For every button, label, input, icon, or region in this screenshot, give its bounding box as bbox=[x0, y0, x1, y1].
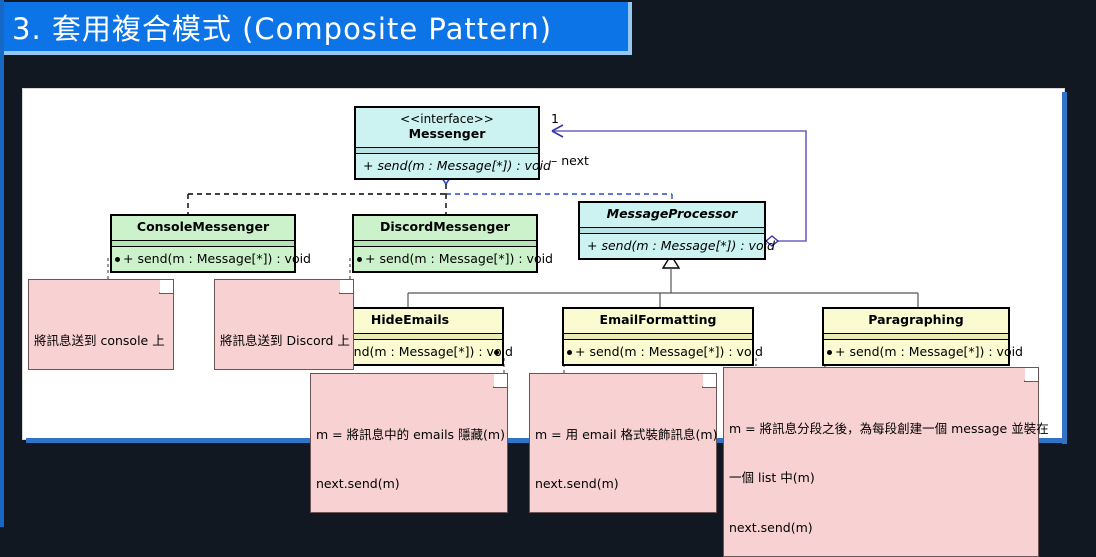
class-name-console-messenger: ConsoleMessenger bbox=[136, 219, 270, 234]
association-role-label: – next bbox=[551, 153, 589, 168]
class-name-messenger: Messenger bbox=[408, 125, 486, 141]
class-separator-email-formatting bbox=[564, 333, 752, 340]
method-label-messenger: + send(m : Message[*]) : void bbox=[363, 157, 551, 173]
class-name-hide-emails: HideEmails bbox=[370, 312, 450, 327]
note-anchor-dot-icon bbox=[567, 349, 572, 355]
stereotype-interface: <<interface>> bbox=[400, 112, 494, 126]
title-right-edge bbox=[628, 2, 632, 55]
method-row-paragraphing: + send(m : Message[*]) : void bbox=[824, 340, 1023, 364]
note-line: next.send(m) bbox=[729, 519, 813, 535]
class-box-console-messenger[interactable]: ConsoleMessenger + send(m : Message[*]) … bbox=[110, 214, 311, 273]
class-header-hide-emails: HideEmails bbox=[318, 309, 502, 334]
class-separator-paragraphing bbox=[824, 333, 1008, 340]
note-anchor-dot-icon bbox=[115, 256, 120, 262]
class-box-email-formatting[interactable]: EmailFormatting + send(m : Message[*]) :… bbox=[562, 307, 763, 366]
association-multiplicity-label: 1 bbox=[551, 111, 559, 126]
note-paragraphing[interactable]: m = 將訊息分段之後，為每段創建一個 message 並裝在 一個 list … bbox=[723, 367, 1049, 557]
note-anchor-dot-icon bbox=[357, 256, 362, 262]
left-accent-bar bbox=[0, 0, 4, 527]
note-email-formatting[interactable]: m = 用 email 格式裝飾訊息(m) next.send(m) bbox=[529, 373, 717, 513]
note-anchor-dot-icon bbox=[827, 349, 832, 355]
note-anchor-dot-icon bbox=[494, 349, 499, 355]
class-box-paragraphing[interactable]: Paragraphing + send(m : Message[*]) : vo… bbox=[822, 307, 1023, 366]
class-separator-message-processor bbox=[580, 227, 764, 234]
slide-title-bar: 3. 套用複合模式 (Composite Pattern) bbox=[4, 2, 628, 51]
note-fold-icon bbox=[481, 374, 507, 388]
method-label-hide-emails: + send(m : Message[*]) : void bbox=[325, 343, 513, 359]
method-row-email-formatting: + send(m : Message[*]) : void bbox=[564, 340, 763, 364]
note-fold-icon bbox=[147, 280, 173, 294]
note-line: 將訊息送到 console 上 bbox=[34, 332, 165, 348]
note-fold-icon bbox=[1012, 368, 1038, 382]
class-header-email-formatting: EmailFormatting bbox=[564, 309, 752, 334]
class-header-console-messenger: ConsoleMessenger bbox=[112, 216, 294, 241]
method-label-console-messenger: + send(m : Message[*]) : void bbox=[123, 250, 311, 266]
class-separator-hide-emails bbox=[318, 333, 502, 340]
method-row-messenger: + send(m : Message[*]) : void bbox=[356, 154, 551, 178]
method-row-discord-messenger: + send(m : Message[*]) : void bbox=[354, 247, 553, 271]
class-header-paragraphing: Paragraphing bbox=[824, 309, 1008, 334]
class-box-messenger[interactable]: <<interface>> Messenger + send(m : Messa… bbox=[354, 106, 551, 180]
note-line: 一個 list 中(m) bbox=[729, 470, 815, 485]
class-box-discord-messenger[interactable]: DiscordMessenger + send(m : Message[*]) … bbox=[352, 214, 553, 273]
class-separator-discord-messenger bbox=[354, 240, 536, 247]
note-line: m = 將訊息分段之後，為每段創建一個 message 並裝在 bbox=[729, 420, 1049, 436]
class-separator-messenger bbox=[356, 147, 538, 154]
note-console[interactable]: 將訊息送到 console 上 bbox=[28, 279, 174, 370]
class-name-discord-messenger: DiscordMessenger bbox=[380, 219, 510, 234]
note-line: next.send(m) bbox=[316, 476, 400, 491]
method-label-message-processor: + send(m : Message[*]) : void bbox=[587, 237, 775, 253]
class-name-email-formatting: EmailFormatting bbox=[599, 312, 717, 327]
note-fold-icon bbox=[327, 280, 353, 294]
canvas-right-shadow bbox=[1062, 92, 1067, 444]
class-name-message-processor: MessageProcessor bbox=[606, 206, 738, 221]
class-header-discord-messenger: DiscordMessenger bbox=[354, 216, 536, 241]
class-header-messenger: <<interface>> Messenger bbox=[356, 108, 538, 148]
method-label-email-formatting: + send(m : Message[*]) : void bbox=[575, 343, 763, 359]
method-row-message-processor: + send(m : Message[*]) : void bbox=[580, 234, 775, 258]
note-line: next.send(m) bbox=[535, 476, 619, 491]
note-hide-emails[interactable]: m = 將訊息中的 emails 隱藏(m) next.send(m) bbox=[310, 373, 508, 513]
note-fold-icon bbox=[690, 374, 716, 388]
method-row-console-messenger: + send(m : Message[*]) : void bbox=[112, 247, 311, 271]
note-line: m = 將訊息中的 emails 隱藏(m) bbox=[316, 426, 505, 442]
note-discord[interactable]: 將訊息送到 Discord 上 bbox=[214, 279, 354, 370]
class-box-message-processor[interactable]: MessageProcessor + send(m : Message[*]) … bbox=[578, 201, 775, 260]
method-row-hide-emails: + send(m : Message[*]) : void bbox=[318, 340, 513, 364]
page-title: 3. 套用複合模式 (Composite Pattern) bbox=[12, 11, 553, 46]
class-separator-console-messenger bbox=[112, 240, 294, 247]
note-line: 將訊息送到 Discord 上 bbox=[220, 332, 350, 348]
note-line: m = 用 email 格式裝飾訊息(m) bbox=[535, 426, 718, 442]
method-label-discord-messenger: + send(m : Message[*]) : void bbox=[365, 250, 553, 266]
method-label-paragraphing: + send(m : Message[*]) : void bbox=[835, 343, 1023, 359]
class-name-paragraphing: Paragraphing bbox=[868, 312, 964, 327]
title-bottom-edge bbox=[4, 51, 632, 55]
class-header-message-processor: MessageProcessor bbox=[580, 203, 764, 228]
